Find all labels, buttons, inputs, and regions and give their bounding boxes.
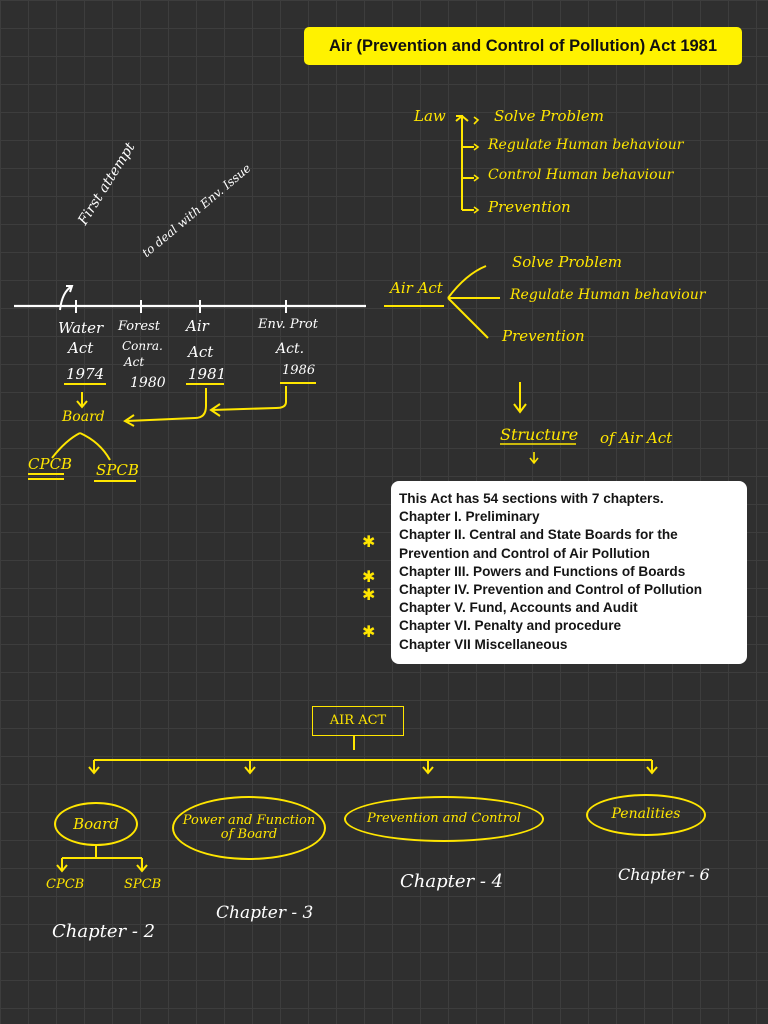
cpcb-label: CPCB xyxy=(28,455,73,473)
info-line: Chapter II. Central and State Boards for… xyxy=(399,527,678,543)
board-label: Board xyxy=(62,409,105,425)
event-air-name-1: Air xyxy=(186,317,209,335)
event-air-year: 1981 xyxy=(188,365,227,383)
arrow-1974-board xyxy=(76,392,88,409)
star-mark-icon: ✱ xyxy=(362,585,376,604)
event-air-name-2: Act xyxy=(188,343,214,361)
star-mark-icon: ✱ xyxy=(362,567,376,586)
board-split xyxy=(51,432,111,461)
tree-node-penalities: Penalities xyxy=(586,794,706,836)
arrow-1986 xyxy=(209,386,287,417)
info-line: Chapter III. Powers and Functions of Boa… xyxy=(399,563,686,579)
arrow-structure xyxy=(513,382,527,414)
tree-child-spcb: SPCB xyxy=(124,877,162,892)
tree-root: AIR ACT xyxy=(312,706,404,736)
tree-node-power-line-1: Power and Function xyxy=(182,812,316,828)
first-attempt-arrow xyxy=(59,285,73,311)
event-forest-name-2: Conra. xyxy=(122,339,163,353)
air-act-item-2: Regulate Human behaviour xyxy=(510,287,706,303)
law-bracket xyxy=(455,114,469,210)
structure-label: Structure xyxy=(500,425,579,444)
law-label: Law xyxy=(414,107,446,125)
law-item-4: Prevention xyxy=(488,198,571,216)
law-item-3: Control Human behaviour xyxy=(488,167,674,183)
info-line: Chapter VI. Penalty and procedure xyxy=(399,618,622,634)
info-line: Chapter V. Fund, Accounts and Audit xyxy=(399,600,638,616)
air-act-item-1: Solve Problem xyxy=(512,253,623,271)
event-forest-name-3: Act xyxy=(124,355,145,369)
air-act-fork xyxy=(447,265,500,339)
tree-node-power-line-2: of Board xyxy=(220,827,278,842)
event-water-name-2: Act xyxy=(68,339,94,357)
chapter-3-label: Chapter - 3 xyxy=(216,903,314,923)
tree-node-prevention: Prevention and Control xyxy=(344,796,544,842)
event-forest-name-1: Forest xyxy=(118,319,160,334)
info-line: This Act has 54 sections with 7 chapters… xyxy=(399,491,664,506)
structure-suffix: of Air Act xyxy=(600,429,673,447)
chapter-6-label: Chapter - 6 xyxy=(618,865,710,884)
air-act-label: Air Act xyxy=(390,279,443,297)
info-line: Chapter VII Miscellaneous xyxy=(399,636,568,652)
air-act-item-3: Prevention xyxy=(502,327,585,345)
info-line: Chapter I. Preliminary xyxy=(399,509,540,525)
event-env-year: 1986 xyxy=(282,363,316,378)
star-mark-icon: ✱ xyxy=(362,622,376,641)
law-item-1: Solve Problem xyxy=(494,107,605,125)
arrow-1981-board xyxy=(123,388,207,427)
info-line: Chapter IV. Prevention and Control of Po… xyxy=(399,582,703,598)
event-forest-year: 1980 xyxy=(130,375,166,391)
info-line: Prevention and Control of Air Pollution xyxy=(399,545,650,561)
tree-node-power: Power and Function of Board xyxy=(172,796,326,860)
page-title: Air (Prevention and Control of Pollution… xyxy=(304,27,742,65)
spcb-label: SPCB xyxy=(96,461,139,479)
board-children xyxy=(56,846,148,873)
event-water-year: 1974 xyxy=(66,365,105,383)
chapter-2-label: Chapter - 2 xyxy=(52,921,156,942)
tree-node-board: Board xyxy=(54,802,138,846)
event-env-name-1: Env. Prot xyxy=(258,317,318,332)
star-mark-icon: ✱ xyxy=(362,532,376,551)
info-card: This Act has 54 sections with 7 chapters… xyxy=(391,481,747,664)
tree-child-cpcb: CPCB xyxy=(46,877,85,892)
chapter-4-label: Chapter - 4 xyxy=(400,871,504,892)
event-env-name-2: Act. xyxy=(276,341,305,357)
event-water-name-1: Water xyxy=(58,319,104,337)
law-item-2: Regulate Human behaviour xyxy=(488,137,684,153)
